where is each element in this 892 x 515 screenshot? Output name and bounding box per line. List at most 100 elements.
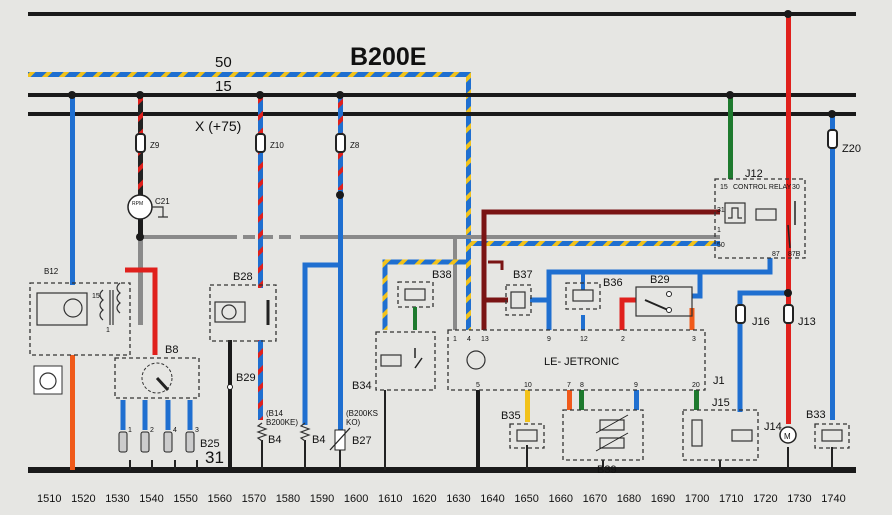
j14-label: J14 [764, 421, 782, 433]
b27-note-2: KO) [346, 418, 361, 427]
wire-b28-b4 [258, 340, 263, 420]
grid-number: 1700 [685, 493, 709, 505]
grid-number: 1550 [173, 493, 197, 505]
b34-relay [375, 331, 436, 391]
rpm-gauge-icon [127, 194, 153, 220]
plug-3-label: 3 [195, 427, 199, 434]
grid-number: 1690 [651, 493, 675, 505]
fuse-z9 [135, 133, 146, 153]
ecu-pin: 12 [580, 336, 588, 343]
grid-number: 1730 [787, 493, 811, 505]
spark-plug-icon [163, 431, 173, 453]
grid-number: 1670 [583, 493, 607, 505]
fuse-z20 [827, 129, 838, 149]
relay-pin: 31 [717, 207, 725, 214]
grid-number: 1570 [242, 493, 266, 505]
grid-number: 1530 [105, 493, 129, 505]
wire-b12-ground [70, 355, 75, 470]
wire-z20 [830, 114, 835, 420]
wire-grey-coil [138, 237, 143, 325]
b4-label-2: B4 [312, 434, 325, 446]
coil-pin-15: 15 [92, 293, 100, 300]
b27-note: (B200KS [346, 409, 378, 418]
relay-coil-icon [572, 289, 594, 302]
pulse-icon [728, 207, 742, 219]
ecu-pin: 2 [621, 336, 625, 343]
relay-pin: 50 [717, 242, 725, 249]
wire-50-j12 [468, 241, 720, 246]
wire-50-down [466, 72, 471, 330]
grid-number: 1660 [549, 493, 573, 505]
relay-pin: 87 [772, 251, 780, 258]
grid-number: 1540 [139, 493, 163, 505]
plug-1-label: 1 [128, 427, 132, 434]
fuse-z8 [335, 133, 346, 153]
ecu-pin: 7 [567, 382, 571, 389]
b39-sensor [562, 409, 644, 461]
grid-number: 1640 [480, 493, 504, 505]
j1-label: J1 [713, 375, 725, 387]
wires [70, 14, 835, 470]
grid-number: 1620 [412, 493, 436, 505]
b14-note-2: B200KE) [266, 418, 298, 427]
spark-plug-icon [140, 431, 150, 453]
wire-b29 [228, 340, 232, 470]
relay-coil-icon [404, 288, 426, 301]
b35-label: B35 [501, 410, 521, 422]
relay-coil-icon [731, 429, 753, 442]
ecu-pin: 5 [476, 382, 480, 389]
grid-number: 1590 [310, 493, 334, 505]
relay-pin: 87B [788, 251, 801, 258]
ecu-pin: 20 [692, 382, 700, 389]
b29-label: B29 [650, 274, 670, 286]
b29-left-label: B29 [236, 372, 256, 384]
plug-2-label: 2 [150, 427, 154, 434]
ecu-bottom-pins: 5 10 7 8 9 20 [476, 382, 700, 389]
ecu-label: LE- JETRONIC [544, 356, 619, 368]
ecu-pin: 1 [453, 336, 457, 343]
rpm-label: RPM [132, 201, 143, 207]
wire-z10 [258, 95, 263, 288]
b4-resistor-icon [299, 422, 311, 442]
b4-resistor-icon [256, 422, 268, 442]
fuses [135, 129, 838, 324]
ecu-pin: 4 [467, 336, 471, 343]
b35-valve [509, 423, 545, 449]
distributor-rotor-icon [141, 362, 173, 394]
ignition-coil-icon [99, 282, 121, 325]
page-title: B200E [350, 43, 426, 71]
wire-b29-pin2 [619, 297, 636, 330]
relay-coil-icon [516, 429, 538, 442]
transistor-icon [63, 298, 83, 318]
b12-ignition-module [29, 282, 131, 356]
relay-pin: 1 [717, 227, 721, 234]
fuse-z10 [255, 133, 266, 153]
grid-number: 1560 [208, 493, 232, 505]
le-jetronic-ecu [447, 329, 706, 391]
b27-sensor-icon [334, 429, 346, 451]
control-relay-label: CONTROL RELAY [733, 184, 792, 191]
b8-label: B8 [165, 344, 178, 356]
wire-b4 [302, 262, 340, 425]
ecu-pin: 13 [481, 336, 489, 343]
transistor-icon [466, 350, 486, 370]
fuse-j16 [735, 304, 746, 324]
spark-plugs [118, 431, 195, 453]
rail-x [28, 112, 856, 116]
grid-number: 1720 [753, 493, 777, 505]
rail-15-label: 15 [215, 78, 232, 95]
b36-label: B36 [603, 277, 623, 289]
relay-pin: 15 [720, 184, 728, 191]
rail-50-label: 50 [215, 54, 232, 71]
wire-b12-supply [70, 95, 75, 285]
ecu-pin: 3 [692, 336, 696, 343]
ground-label: 31 [205, 448, 224, 467]
plug-4-label: 4 [173, 427, 177, 434]
rail-15 [28, 93, 856, 97]
transistor-icon [221, 304, 237, 320]
j13-label: J13 [798, 316, 816, 328]
b29-throttle-switch [635, 286, 693, 317]
wire-grey-pin1 [453, 237, 457, 330]
b14-note: (B14 [266, 409, 283, 418]
